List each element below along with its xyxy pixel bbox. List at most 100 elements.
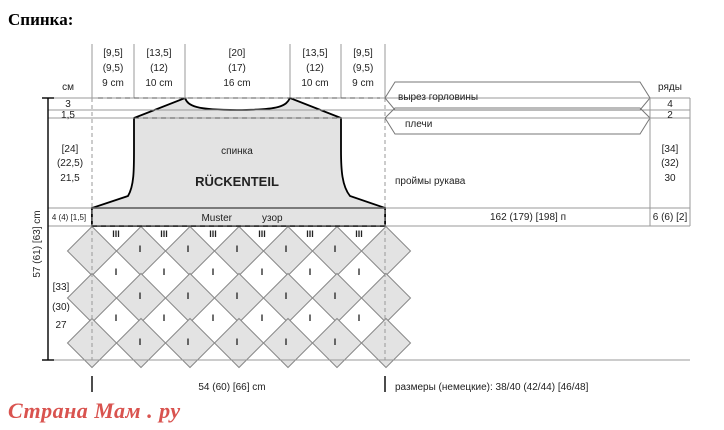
lattice-diamond — [311, 225, 363, 277]
lattice-diamond — [213, 225, 265, 277]
piece-label-de: RÜCKENTEIL — [195, 174, 279, 189]
armhole-height-b: (22,5) — [57, 158, 83, 169]
body-height-a: [33] — [53, 282, 70, 293]
lattice-diamond — [262, 225, 314, 277]
sizes-label: размеры (немецкие): 38/40 (42/44) [46/48… — [395, 382, 589, 393]
width-4-a: [13,5] — [302, 48, 327, 59]
stitch-mark-single: I — [261, 313, 264, 323]
stitch-mark-single: I — [285, 244, 288, 254]
stitch-mark-single: I — [187, 291, 190, 301]
back-panel-shape — [91, 96, 386, 227]
pattern-band — [91, 207, 386, 227]
lattice-diamond — [164, 317, 216, 369]
rows-label: ряды — [658, 82, 682, 93]
stitch-mark-single: I — [115, 313, 118, 323]
lattice-diamond — [311, 272, 363, 324]
shoulder-height: 1,5 — [61, 110, 75, 121]
lattice-diamond — [360, 317, 412, 369]
width-1-b: (9,5) — [103, 63, 124, 74]
width-2-b: (12) — [150, 63, 168, 74]
stitch-mark-triple: III — [258, 229, 266, 239]
page-title: Спинка: — [8, 10, 74, 29]
band-height: 4 (4) [1,5] — [52, 213, 86, 222]
armhole-rows-b: (32) — [661, 158, 679, 169]
stitch-mark-single: I — [163, 313, 166, 323]
band-stitches: 162 (179) [198] п — [490, 212, 566, 223]
total-height: 57 (61) [63] cm — [32, 210, 43, 277]
lattice-diamond — [213, 317, 265, 369]
stitch-mark-single: I — [139, 291, 142, 301]
width-1-c: 9 cm — [102, 78, 124, 89]
armhole-height-a: [24] — [62, 144, 79, 155]
stitch-mark-single: I — [285, 291, 288, 301]
stitch-mark-triple: III — [112, 229, 120, 239]
watermark-logo: Страна Мам . ру — [8, 398, 181, 423]
stitch-mark-triple: III — [355, 229, 363, 239]
width-5-a: [9,5] — [353, 48, 373, 59]
width-5-b: (9,5) — [353, 63, 374, 74]
shoulder-label: плечи — [405, 119, 432, 130]
width-1-a: [9,5] — [103, 48, 123, 59]
armhole-rows-c: 30 — [664, 173, 676, 184]
lattice-diamond — [262, 272, 314, 324]
width-3-b: (17) — [228, 63, 246, 74]
stitch-mark-single: I — [236, 244, 239, 254]
lattice-diamond — [164, 225, 216, 277]
stitch-mark-single: I — [358, 313, 361, 323]
stitch-mark-single: I — [261, 267, 264, 277]
neck-rows: 4 — [667, 99, 673, 110]
guide-lines — [91, 44, 386, 360]
shoulder-rows: 2 — [667, 110, 673, 121]
stitch-mark-single: I — [212, 267, 215, 277]
width-2-a: [13,5] — [146, 48, 171, 59]
width-3-c: 16 cm — [223, 78, 250, 89]
lattice-diamond — [360, 225, 412, 277]
body-height-b: (30) — [52, 302, 70, 313]
stitch-mark-single: I — [358, 267, 361, 277]
width-5-c: 9 cm — [352, 78, 374, 89]
stitch-mark-single: I — [187, 337, 190, 347]
armhole-height-c: 21,5 — [60, 173, 80, 184]
width-4-b: (12) — [306, 63, 324, 74]
stitch-mark-single: I — [309, 267, 312, 277]
neck-label: вырез горловины — [398, 92, 478, 103]
piece-label-ru: спинка — [221, 146, 253, 157]
lattice-diamond — [115, 317, 167, 369]
lattice-diamond — [164, 272, 216, 324]
lattice-diamond — [213, 272, 265, 324]
width-2-c: 10 cm — [145, 78, 172, 89]
armhole-label: проймы рукава — [395, 176, 466, 187]
stitch-mark-single: I — [285, 337, 288, 347]
stitch-mark-single: I — [139, 244, 142, 254]
stitch-mark-triple: III — [160, 229, 168, 239]
armhole-rows-a: [34] — [662, 144, 679, 155]
stitch-mark-single: I — [309, 313, 312, 323]
stitch-mark-single: I — [334, 291, 337, 301]
bottom-width: 54 (60) [66] cm — [198, 382, 265, 393]
lattice-diamond — [311, 317, 363, 369]
body-height-c: 27 — [55, 320, 67, 331]
stitch-mark-single: I — [163, 267, 166, 277]
lattice-diamond — [262, 317, 314, 369]
stitch-mark-single: I — [187, 244, 190, 254]
stitch-mark-triple: III — [306, 229, 314, 239]
stitch-mark-single: I — [334, 244, 337, 254]
stitch-mark-single: I — [236, 291, 239, 301]
stitch-mark-single: I — [236, 337, 239, 347]
stitch-mark-single: I — [139, 337, 142, 347]
height-dimension — [42, 97, 54, 361]
stitch-mark-single: I — [212, 313, 215, 323]
neck-height: 3 — [65, 99, 71, 110]
band-rows: 6 (6) [2] — [653, 212, 688, 223]
pattern-label-de: Muster — [201, 213, 232, 224]
stitch-mark-single: I — [334, 337, 337, 347]
stitch-mark-triple: III — [209, 229, 217, 239]
width-dimension — [91, 376, 386, 392]
lattice-diamond — [360, 272, 412, 324]
width-3-a: [20] — [229, 48, 246, 59]
stitch-mark-single: I — [115, 267, 118, 277]
pattern-label-ru: узор — [262, 213, 283, 224]
width-4-c: 10 cm — [301, 78, 328, 89]
